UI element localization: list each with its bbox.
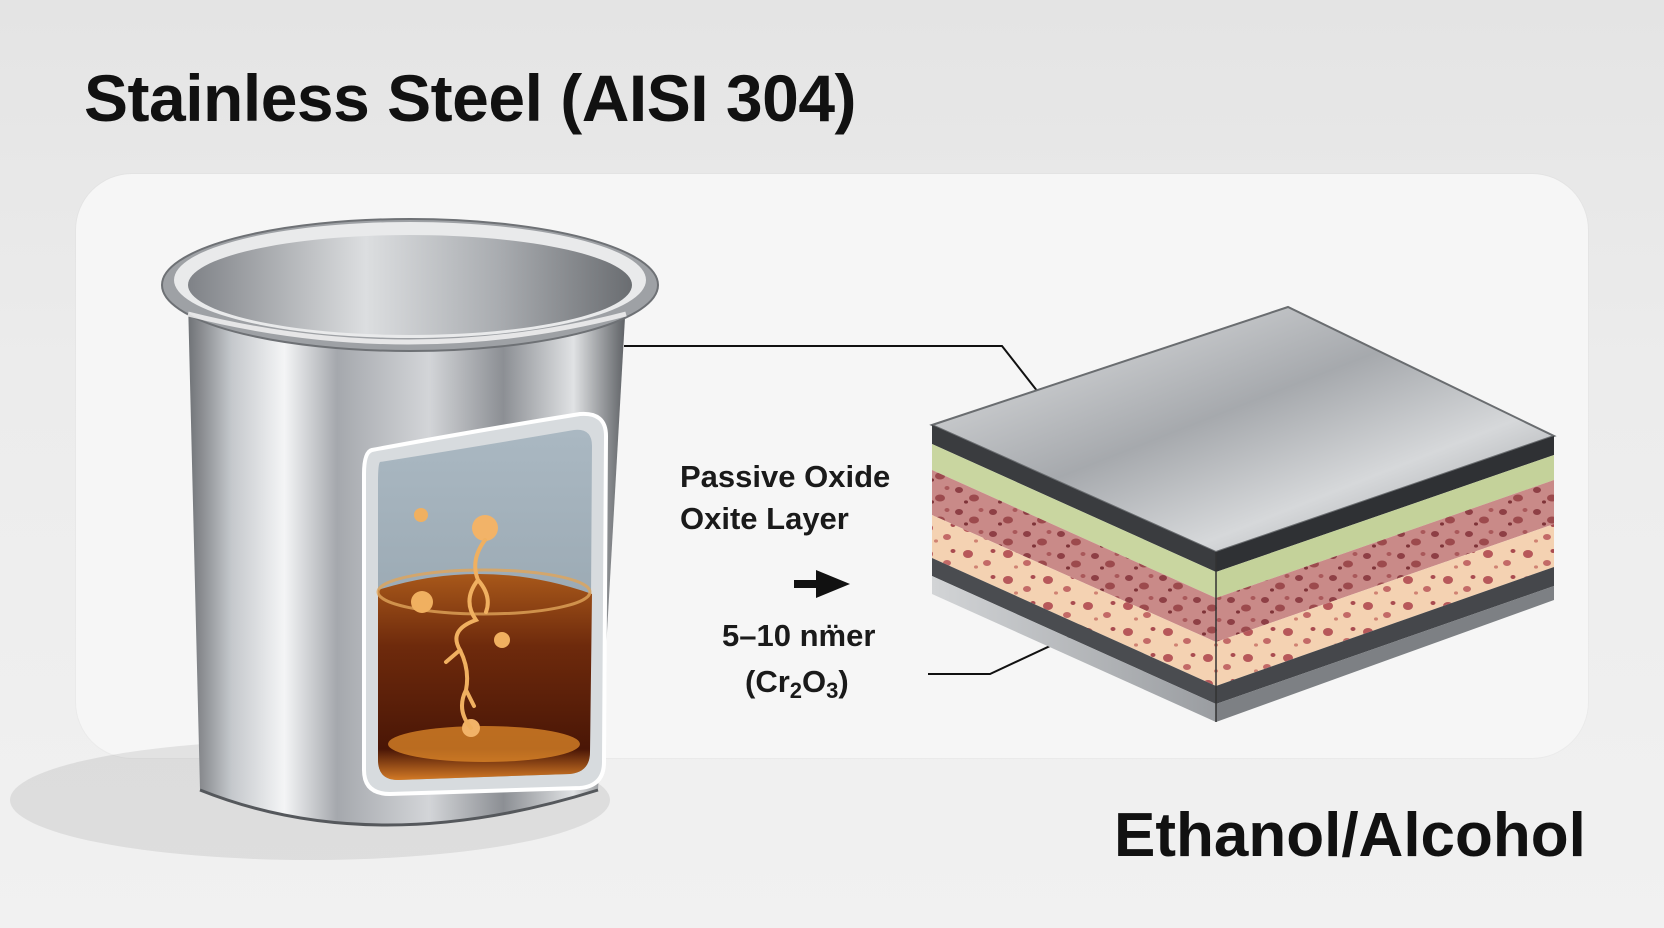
passive-oxide-label: Passive Oxide Oxite Layer [680, 456, 890, 540]
steel-beaker-icon [161, 218, 659, 827]
formula-prefix: (Cr [745, 664, 790, 699]
thickness-label: 5–10 nm̈er [722, 618, 876, 653]
passive-oxide-line-1: Passive Oxide [680, 459, 891, 494]
solvent-label: Ethanol/Alcohol [1114, 801, 1586, 870]
right-arrow-icon [794, 570, 850, 598]
formula-subscript-1: 2 [789, 678, 803, 703]
diagram-title: Stainless Steel (AISI 304) [84, 61, 857, 135]
oxide-layer-cross-section [929, 305, 1557, 722]
formula-suffix: ) [838, 664, 849, 699]
formula-label: (Cr2O3) [745, 664, 849, 704]
passive-oxide-line-2: Oxite Layer [680, 501, 849, 536]
formula-mid: O [802, 664, 827, 699]
formula-subscript-2: 3 [826, 678, 839, 703]
